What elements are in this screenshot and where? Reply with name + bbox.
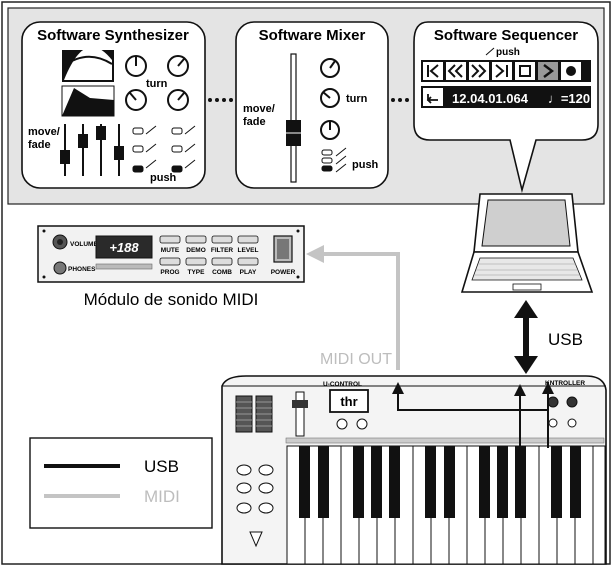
prog-label: PROG [160, 269, 179, 276]
synthesizer-title: Software Synthesizer [37, 27, 189, 44]
phones-jack[interactable] [53, 261, 67, 275]
usb-connection-arrow [514, 300, 538, 374]
mixer-title: Software Mixer [259, 27, 366, 44]
module-top-buttons[interactable] [159, 235, 259, 266]
mixer-turn-label: turn [346, 93, 368, 105]
mixer-fader[interactable] [286, 53, 301, 183]
envelope-display [61, 85, 115, 117]
volume-knob[interactable] [52, 234, 68, 250]
sequencer-title: Software Sequencer [434, 27, 578, 44]
comb-label: COMB [212, 269, 232, 276]
loop-icon[interactable] [423, 88, 443, 106]
record-icon[interactable] [561, 62, 581, 80]
legend: USB MIDI [29, 437, 213, 529]
filter-label: FILTER [211, 247, 234, 254]
level-label: LEVEL [238, 247, 259, 254]
power-button[interactable] [273, 235, 293, 263]
pencil-icon [485, 47, 495, 56]
brand-label: U-CONTROL [323, 381, 362, 388]
ellipsis-dots-2 [391, 98, 409, 102]
synth-push-label: push [150, 172, 177, 184]
position-bar: 12.04.01.064 ♩=120 [421, 86, 591, 108]
power-label: POWER [271, 269, 296, 276]
controller-small-buttons[interactable] [336, 418, 368, 430]
module-caption: Módulo de sonido MIDI [84, 290, 259, 309]
midi-connection-line [306, 245, 400, 370]
ellipsis-dots-1 [208, 98, 233, 102]
behringer-logo-icon [249, 531, 263, 548]
synth-move-fade-label: move/fade [28, 126, 60, 151]
synth-push-buttons[interactable] [132, 125, 196, 173]
play-icon[interactable] [538, 62, 558, 80]
laptop [460, 193, 594, 293]
stop-icon[interactable] [515, 62, 535, 80]
fast-forward-icon[interactable] [469, 62, 489, 80]
key-strip [285, 437, 605, 444]
mute-label: MUTE [161, 247, 180, 254]
controller-knobs[interactable] [547, 396, 578, 428]
sequencer-bubble: Software Sequencer push 12.04.01.064 ♩=1… [413, 21, 599, 194]
rewind-to-start-icon[interactable] [423, 62, 443, 80]
midi-keyboard-controller: thr U-CONTROL KNTROLLER [221, 375, 607, 565]
waveform-display [62, 46, 114, 82]
mixer-push-label: push [352, 159, 379, 171]
synth-knob-2[interactable] [167, 55, 189, 77]
controller-volume-slider[interactable] [292, 391, 308, 437]
synth-knob-1[interactable] [125, 55, 147, 77]
black-keys[interactable] [299, 446, 581, 518]
module-slot [95, 263, 153, 270]
synth-knob-3[interactable] [125, 89, 147, 111]
mixer-knob-1[interactable] [320, 58, 340, 78]
kontroller-label: KNTROLLER [545, 380, 585, 387]
type-label: TYPE [188, 269, 206, 276]
synth-faders[interactable] [60, 124, 124, 176]
synthesizer-bubble: Software Synthesizer turn move/fade [21, 21, 206, 189]
phones-label: PHONES [68, 266, 96, 273]
module-display-text: +188 [109, 240, 139, 255]
mixer-knob-2[interactable] [320, 88, 340, 108]
demo-label: DEMO [186, 247, 206, 254]
module-display [95, 235, 153, 259]
legend-midi-label: MIDI [144, 487, 180, 506]
mixer-push-buttons[interactable] [321, 147, 347, 173]
controller-transport-buttons[interactable] [236, 464, 274, 514]
tempo-display: ♩=120 [548, 91, 590, 106]
synth-knob-4[interactable] [167, 89, 189, 111]
transport-bar [421, 60, 591, 82]
controller-display-text: thr [340, 394, 357, 409]
sequencer-push-label: push [496, 47, 520, 58]
midi-out-label: MIDI OUT [320, 351, 392, 368]
midi-sound-module: VOLUME PHONES +188 MUTE DEMO FILTER LEVE… [37, 225, 305, 283]
touchpad [512, 283, 542, 291]
mixer-bubble: Software Mixer move/fade turn push [235, 21, 389, 189]
legend-usb-label: USB [144, 457, 179, 476]
usb-label: USB [548, 330, 583, 349]
rewind-icon[interactable] [446, 62, 466, 80]
controller-display [329, 389, 369, 413]
mixer-move-fade-label: move/fade [243, 103, 275, 128]
to-end-icon[interactable] [492, 62, 512, 80]
position-display: 12.04.01.064 [452, 91, 529, 106]
mixer-knob-3[interactable] [320, 120, 340, 140]
play-label: PLAY [240, 269, 257, 276]
volume-label: VOLUME [70, 241, 98, 248]
synth-turn-label: turn [146, 78, 168, 90]
pitch-mod-wheels[interactable] [235, 395, 273, 433]
